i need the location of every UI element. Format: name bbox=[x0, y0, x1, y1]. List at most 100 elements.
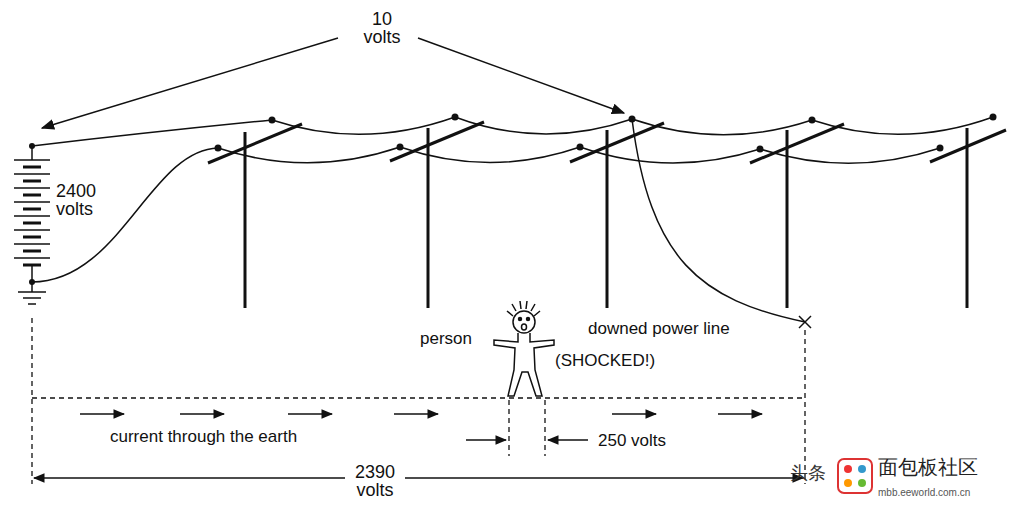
power-wires bbox=[32, 117, 993, 282]
battery-symbol-part bbox=[14, 201, 50, 203]
battery-symbol bbox=[14, 146, 50, 282]
wire-label: downed power line bbox=[588, 320, 730, 337]
battery-symbol-part bbox=[23, 236, 41, 239]
watermark: mbb.eeworld.com.cn bbox=[878, 488, 970, 498]
watermark: 头条 bbox=[790, 464, 826, 482]
person-label: person bbox=[420, 330, 472, 347]
earth-path-dashed-part bbox=[31, 318, 32, 484]
ground-symbol bbox=[18, 282, 46, 304]
person-figure-part bbox=[519, 318, 522, 321]
power-wires-part bbox=[580, 147, 760, 163]
power-wires-part bbox=[632, 119, 812, 135]
utility-poles-part bbox=[390, 122, 484, 161]
insulator-dots-part bbox=[809, 117, 816, 124]
watermark-logo-part bbox=[844, 479, 852, 487]
voltage-label: 2400 volts bbox=[56, 182, 112, 218]
insulator-dots-part bbox=[757, 146, 764, 153]
ground-symbol-part bbox=[23, 297, 41, 299]
earth-path-dashed-part bbox=[544, 400, 545, 456]
person-figure-part bbox=[494, 333, 554, 396]
power-wires-part bbox=[32, 148, 218, 282]
earth-path-dashed-part bbox=[804, 330, 805, 484]
battery-symbol-part bbox=[23, 208, 41, 211]
battery-symbol-part bbox=[14, 187, 50, 189]
current-label: current through the earth bbox=[110, 428, 297, 445]
power-wires-part bbox=[455, 117, 632, 134]
battery-symbol-part bbox=[23, 166, 41, 169]
battery-symbol-part bbox=[14, 257, 50, 259]
dimension-arrows-part bbox=[466, 439, 506, 440]
battery-symbol-part bbox=[14, 173, 50, 175]
power-wires-part bbox=[812, 117, 993, 134]
current-arrows bbox=[80, 413, 762, 414]
power-wires-part bbox=[760, 148, 940, 163]
current-arrows-part bbox=[80, 413, 124, 414]
person-figure bbox=[494, 301, 554, 396]
earth-path-dashed-part bbox=[32, 397, 805, 398]
battery-symbol-part bbox=[14, 159, 50, 161]
person-figure-part bbox=[513, 311, 535, 333]
current-arrows-part bbox=[394, 413, 438, 414]
dimension-arrows bbox=[34, 440, 803, 478]
insulator-dots-part bbox=[29, 279, 35, 285]
top-arrows-part bbox=[42, 38, 338, 128]
dimension-arrows-part bbox=[34, 477, 803, 478]
downed-wire-part bbox=[632, 119, 805, 322]
insulator-dots bbox=[29, 114, 997, 286]
power-wires-part bbox=[32, 120, 272, 146]
current-arrows-part bbox=[718, 413, 762, 414]
power-wires-part bbox=[218, 147, 400, 163]
battery-symbol-part bbox=[23, 250, 41, 253]
dimension-arrows-part bbox=[548, 439, 588, 440]
earth-path-dashed-part bbox=[508, 400, 509, 456]
current-arrows-part bbox=[288, 413, 332, 414]
utility-poles-part bbox=[750, 124, 844, 163]
battery-symbol-part bbox=[23, 222, 41, 225]
voltage-label: 10 volts bbox=[352, 10, 412, 46]
utility-poles-part bbox=[244, 132, 247, 308]
top-arrows-part bbox=[418, 38, 624, 113]
utility-poles bbox=[208, 122, 1006, 308]
battery-symbol-part bbox=[23, 180, 41, 183]
voltage-label: 250 volts bbox=[598, 432, 666, 449]
status-label: (SHOCKED!) bbox=[555, 352, 655, 369]
utility-poles-part bbox=[570, 123, 664, 162]
battery-symbol-part bbox=[14, 229, 50, 231]
person-figure-part bbox=[527, 318, 530, 321]
watermark-logo-part bbox=[844, 465, 852, 473]
power-wires-part bbox=[400, 147, 580, 163]
insulator-dots-part bbox=[397, 144, 404, 151]
downed-wire bbox=[632, 119, 811, 328]
ground-symbol-part bbox=[18, 291, 46, 293]
downed-wire-part bbox=[799, 316, 811, 328]
downed-wire-part bbox=[799, 316, 811, 328]
insulator-dots-part bbox=[452, 114, 459, 121]
insulator-dots-part bbox=[215, 145, 222, 152]
current-arrows-part bbox=[612, 413, 656, 414]
person-figure-part bbox=[507, 301, 540, 316]
insulator-dots-part bbox=[577, 144, 584, 151]
earth-path-dashed bbox=[32, 318, 805, 484]
insulator-dots-part bbox=[269, 117, 276, 124]
watermark-logo-part bbox=[858, 479, 866, 487]
insulator-dots-part bbox=[29, 143, 35, 149]
current-arrows-part bbox=[180, 413, 224, 414]
ground-symbol-part bbox=[28, 303, 36, 305]
insulator-dots-part bbox=[990, 114, 997, 121]
watermark: 面包板社区 bbox=[878, 457, 978, 477]
battery-symbol-part bbox=[14, 243, 50, 245]
watermark-logo bbox=[838, 459, 872, 493]
power-wires-part bbox=[272, 117, 455, 134]
top-arrows bbox=[42, 38, 624, 128]
watermark-logo-part bbox=[838, 459, 872, 493]
utility-poles-part bbox=[606, 130, 609, 308]
insulator-dots-part bbox=[937, 145, 944, 152]
watermark-logo-part bbox=[858, 465, 866, 473]
battery-symbol-part bbox=[23, 194, 41, 197]
battery-symbol-part bbox=[14, 215, 50, 217]
utility-poles-part bbox=[966, 128, 969, 308]
person-figure-part bbox=[522, 324, 527, 330]
voltage-label: 2390 volts bbox=[345, 462, 405, 500]
utility-poles-part bbox=[930, 130, 1006, 162]
